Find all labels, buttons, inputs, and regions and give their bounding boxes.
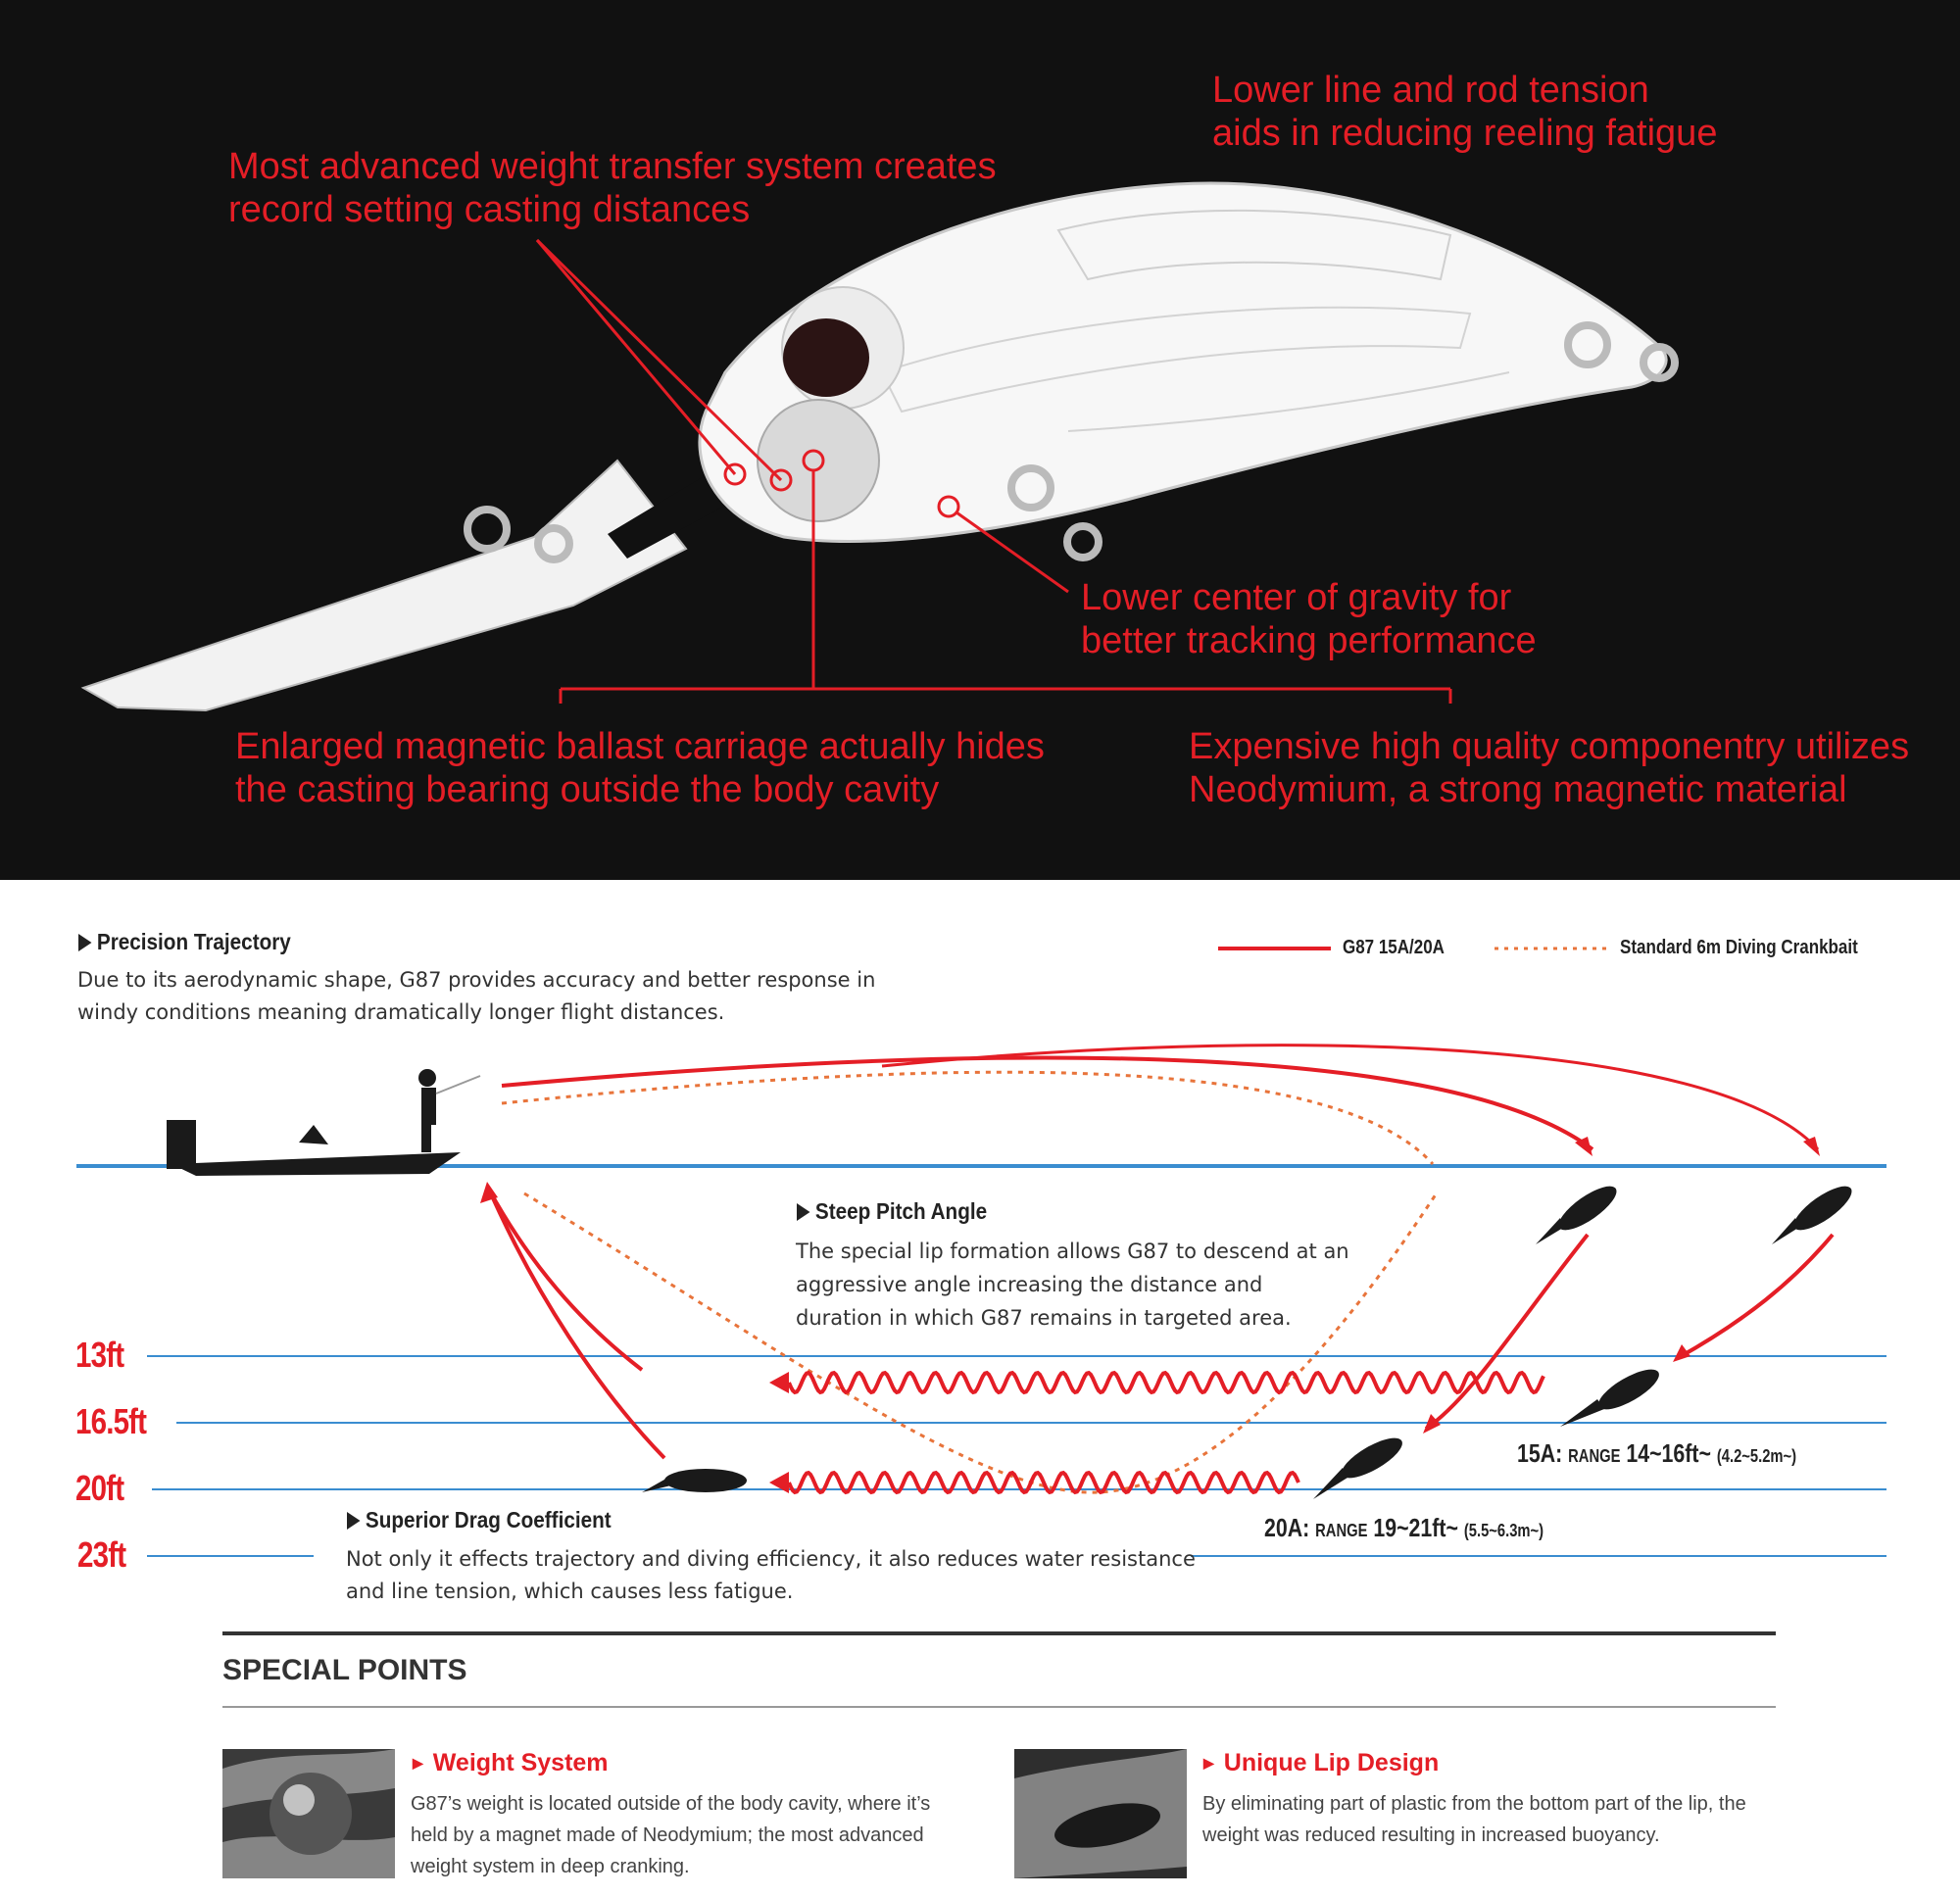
lure-icon-20a-surface [1772,1186,1852,1244]
steep-pitch-text: The special lip formation allows G87 to … [796,1240,1349,1330]
g87-retrieve-wave-20a [787,1470,1300,1495]
depth-label-20ft: 20ft [75,1468,124,1508]
special-points-title: SPECIAL POINTS [222,1654,467,1686]
depth-label-13ft: 13ft [75,1335,124,1375]
weight-ball-icon [222,1749,395,1878]
special-points-divider [222,1706,1776,1708]
drag-coefficient-text: Not only it effects trajectory and divin… [346,1547,1196,1603]
weight-system-desc: G87’s weight is located outside of the b… [411,1793,931,1877]
weight-system-title: ▶Weight System [413,1749,609,1776]
callout-reel-fatigue: Lower line and rod tension aids in reduc… [1212,70,1718,154]
triangle-bullet-icon [797,1203,810,1221]
g87-cast-arc-20a [881,1044,1820,1151]
depth-label-16-5ft: 16.5ft [75,1401,147,1441]
lure-icon-15a-surface [1536,1186,1617,1244]
trajectory-diagram [76,947,1886,1557]
lure-features-panel: Lower line and rod tension aids in reduc… [0,0,1960,880]
lip-cutout-icon [1014,1749,1187,1878]
g87-dive-15a [1424,1233,1590,1431]
callout-center-of-gravity: Lower center of gravity for better track… [1081,577,1537,661]
callout-weight-transfer: Most advanced weight transfer system cre… [228,146,997,230]
standard-cast-arc [501,1070,1435,1166]
callout-neodymium: Expensive high quality componentry utili… [1189,726,1910,810]
triangle-bullet-icon: ▶ [1203,1755,1214,1771]
legend-standard-label: Standard 6m Diving Crankbait [1620,937,1858,958]
g87-retrieve-wave-15a [787,1370,1545,1395]
g87-dive-20a [1677,1233,1835,1360]
lip-design-desc: By eliminating part of plastic from the … [1202,1793,1746,1846]
g87-return-path-2 [488,1191,666,1460]
lure-icon-20a-depth [1313,1437,1402,1499]
special-points-top-rule [222,1631,1776,1635]
lure-icon-15a-depth [1560,1369,1659,1427]
callout-magnetic-ballast: Enlarged magnetic ballast carriage actua… [235,726,1045,810]
g87-return-path-1 [488,1191,644,1372]
boat-icon [167,1069,461,1176]
standard-dive-path [523,1191,1440,1494]
lip-design-title: ▶Unique Lip Design [1203,1749,1440,1776]
range-label-20a: 20A: RANGE 19~21ft~ (5.5~6.3m~) [1264,1513,1544,1542]
precision-trajectory-heading: Precision Trajectory [78,929,291,955]
range-label-15a: 15A: RANGE 14~16ft~ (4.2~5.2m~) [1517,1438,1797,1468]
legend-g87-label: G87 15A/20A [1343,937,1445,958]
steep-pitch-heading: Steep Pitch Angle [797,1198,987,1225]
triangle-bullet-icon [347,1512,361,1530]
lip-design-thumbnail [1014,1749,1187,1878]
depth-label-23ft: 23ft [77,1534,126,1575]
lure-icon-retrieved [642,1469,747,1492]
triangle-bullet-icon: ▶ [413,1755,423,1771]
lure-cutaway-illustration [80,181,1679,712]
weight-system-thumbnail [222,1749,395,1878]
g87-cast-arc-15a [501,1055,1594,1151]
drag-coefficient-heading: Superior Drag Coefficient [347,1507,612,1533]
triangle-bullet-icon [78,934,92,951]
precision-trajectory-text: Due to its aerodynamic shape, G87 provid… [77,968,876,1024]
